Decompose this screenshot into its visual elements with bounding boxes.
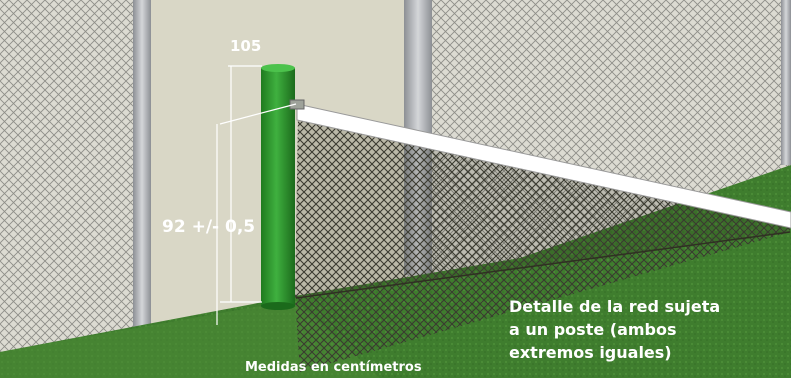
net-post-base xyxy=(261,302,295,310)
dimension-lines xyxy=(216,65,297,325)
caption-line-3: extremos iguales) xyxy=(509,343,672,362)
units-note: Medidas en centímetros xyxy=(245,360,422,375)
net-mesh xyxy=(295,115,790,372)
fence-pole-right xyxy=(781,0,791,165)
net-post xyxy=(261,68,295,306)
fence-pole-left xyxy=(133,0,151,350)
caption-line-1: Detalle de la red sujeta xyxy=(509,297,720,316)
net-headband xyxy=(296,103,791,229)
post-height-label: 105 xyxy=(230,37,261,55)
caption-line-2: a un poste (ambos xyxy=(509,320,677,339)
net-tensioner xyxy=(289,99,305,110)
net-bottom-edge xyxy=(295,231,791,299)
net-post-top xyxy=(261,64,295,72)
net-height-label: 92 +/- 0,5 xyxy=(162,217,255,237)
grass-foreground xyxy=(0,300,380,378)
